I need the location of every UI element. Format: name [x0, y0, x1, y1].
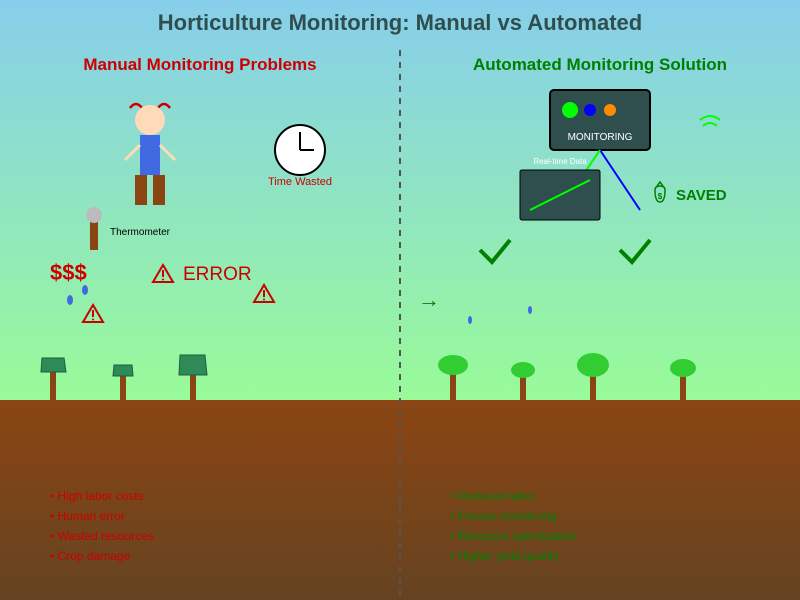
farmer-arm-left: [123, 143, 142, 162]
farmer-hair-left: [129, 102, 143, 109]
automated-heading: Automated Monitoring Solution: [473, 55, 727, 74]
plant-stressed: [178, 354, 208, 400]
time-wasted-label: Time Wasted: [268, 176, 332, 188]
plant-stressed: [40, 357, 67, 400]
cost-label: $$$: [50, 260, 87, 285]
checkmark-icon: [618, 238, 652, 265]
data-trend-line: [529, 179, 591, 211]
benefit-item: • Higher yield quality: [450, 549, 559, 563]
plant-healthy: [511, 362, 535, 400]
plant-healthy: [670, 359, 696, 400]
status-light-blue: [584, 104, 596, 116]
problem-item: • Crop damage: [50, 549, 131, 563]
benefit-item: • Precise monitoring: [450, 509, 557, 523]
warning-triangle-icon: [151, 263, 175, 283]
thermometer-icon: [86, 207, 102, 250]
manual-heading: Manual Monitoring Problems: [83, 55, 316, 74]
benefit-item: • Resource optimization: [450, 529, 576, 543]
farmer-leg-left: [135, 175, 147, 205]
problem-item: • Wasted resources: [50, 529, 154, 543]
farmer-hair-right: [157, 102, 171, 109]
thermometer-label: Thermometer: [110, 227, 171, 238]
data-wire: [584, 149, 601, 173]
monitoring-label: MONITORING: [568, 132, 633, 143]
sensor-wire: [599, 149, 641, 211]
problem-item: • Human error: [50, 509, 125, 523]
warning-triangle-icon: [252, 283, 276, 303]
plant-healthy: [577, 353, 609, 400]
farmer-shirt: [140, 135, 160, 175]
problem-item: • High labor costs: [50, 489, 144, 503]
error-label: ERROR: [183, 264, 252, 285]
svg-text:$: $: [658, 192, 663, 201]
plant-healthy: [438, 355, 468, 400]
water-drop: [67, 295, 73, 305]
water-drop: [82, 285, 88, 295]
farmer-head: [135, 105, 165, 135]
status-light-orange: [604, 104, 616, 116]
money-bag-icon: $: [654, 180, 666, 203]
benefit-item: • Reduced labor: [450, 489, 536, 503]
warning-triangle-icon: [81, 303, 105, 323]
data-screen: [519, 169, 601, 221]
saved-label: SAVED: [676, 187, 727, 204]
water-drop: [528, 306, 532, 314]
realtime-data-label: Real-time Data: [533, 157, 587, 166]
arrow-icon: →: [418, 287, 440, 312]
clock-icon: [274, 124, 326, 176]
status-light-green: [562, 102, 578, 118]
checkmark-icon: [478, 238, 512, 265]
farmer-figure: [123, 102, 177, 205]
plant-stressed: [112, 364, 134, 400]
water-drop: [468, 316, 472, 324]
farmer-leg-right: [153, 175, 165, 205]
farmer-arm-right: [158, 143, 177, 162]
wifi-signal-icon: [699, 115, 721, 127]
page-title: Horticulture Monitoring: Manual vs Autom…: [158, 10, 642, 35]
